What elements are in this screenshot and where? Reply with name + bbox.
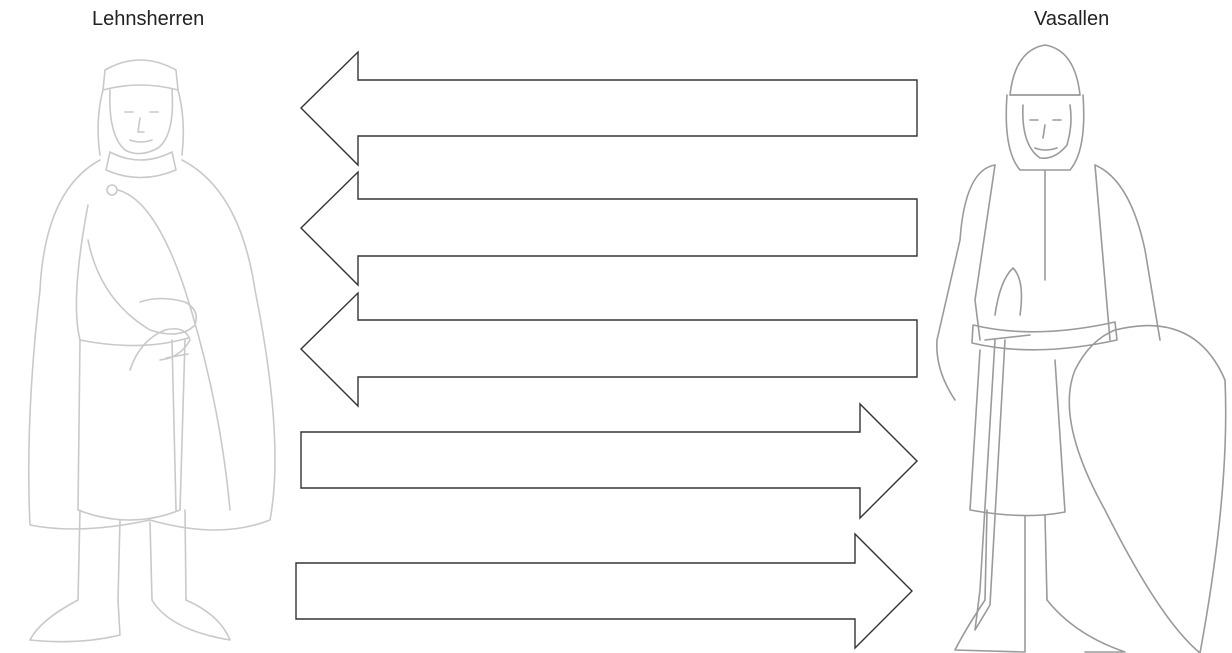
arrow-right-1[interactable] [301, 404, 917, 518]
arrow-right-2[interactable] [296, 534, 912, 648]
arrow-left-1[interactable] [301, 52, 917, 165]
arrow-left-2[interactable] [301, 172, 917, 285]
arrow-left-3[interactable] [301, 293, 917, 406]
